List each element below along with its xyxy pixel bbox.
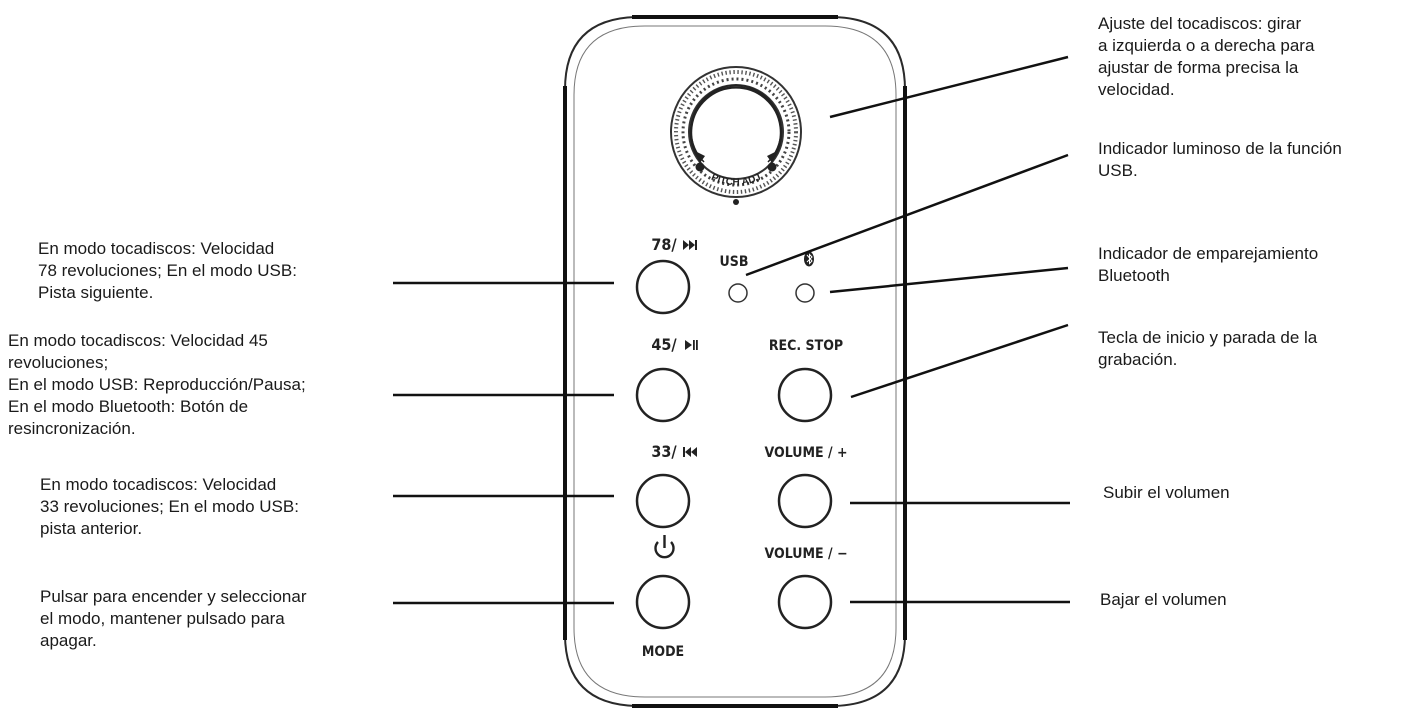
previous-track-icon [683, 447, 697, 457]
annotation-line: En el modo USB: Reproducción/Pausa; [8, 375, 306, 394]
annotation-line: 78 revoluciones; En el modo USB: [38, 261, 297, 280]
bluetooth-indicator-light [795, 251, 815, 303]
minus-icon [695, 162, 705, 172]
annotation-line: 33 revoluciones; En el modo USB: [40, 497, 299, 516]
annotation-line: Indicador de emparejamiento [1098, 244, 1319, 263]
svg-text:VOLUME / −: VOLUME / − [764, 546, 847, 562]
annotation-line: Pulsar para encender y seleccionar [40, 587, 307, 606]
pitch-adjust-knob[interactable]: PITCH ADJ [670, 66, 802, 205]
next-track-icon [683, 240, 697, 250]
play-pause-icon [685, 340, 698, 350]
annotation-button-45: En modo tocadiscos: Velocidad 45 revoluci… [8, 330, 306, 440]
annotation-line: Tecla de inicio y parada de la [1098, 328, 1318, 347]
annotation-line: Indicador luminoso de la función [1098, 139, 1342, 158]
svg-text:33/: 33/ [651, 442, 677, 461]
annotation-rec-stop: Tecla de inicio y parada de la grabación. [1098, 327, 1317, 371]
volume-down-button[interactable]: VOLUME / − [764, 546, 848, 630]
annotation-line: ajustar de forma precisa la [1098, 58, 1299, 77]
svg-text:VOLUME / +: VOLUME / + [764, 445, 847, 461]
leader-rec [850, 323, 1069, 399]
annotation-button-78: En modo tocadiscos: Velocidad 78 revoluci… [38, 238, 297, 304]
rec-stop-button[interactable]: REC. STOP [769, 338, 843, 423]
bluetooth-icon [804, 251, 814, 267]
annotation-line: Bluetooth [1098, 266, 1170, 285]
svg-text:REC. STOP: REC. STOP [769, 338, 843, 354]
annotation-line: grabación. [1098, 350, 1178, 369]
annotation-line: En modo tocadiscos: Velocidad 45 [8, 331, 268, 350]
annotation-line: revoluciones; [8, 353, 109, 372]
annotation-line: el modo, mantener pulsado para [40, 609, 285, 628]
annotation-line: pista anterior. [40, 519, 143, 538]
annotation-volume-down: Bajar el volumen [1100, 589, 1227, 611]
annotation-button-33: En modo tocadiscos: Velocidad 33 revoluci… [40, 474, 299, 540]
annotation-line: a izquierda o a derecha para [1098, 36, 1315, 55]
remote-body [563, 15, 907, 708]
annotation-line: En el modo Bluetooth: Botón de [8, 397, 249, 416]
usb-indicator-light: USB [720, 254, 749, 303]
annotation-line: resincronización. [8, 419, 136, 438]
button-45-play-pause[interactable]: 45/ [635, 335, 698, 423]
annotation-line: Subir el volumen [1103, 483, 1230, 502]
usb-label: USB [720, 254, 749, 270]
svg-text:MODE: MODE [642, 644, 684, 660]
svg-text:45/: 45/ [651, 335, 677, 354]
power-icon [654, 535, 675, 559]
annotation-mode: Pulsar para encender y seleccionar el mod… [40, 586, 306, 652]
mode-power-button[interactable]: MODE [635, 535, 691, 660]
svg-text:78/: 78/ [651, 235, 677, 254]
annotation-line: Ajuste del tocadiscos: girar [1098, 14, 1302, 33]
plus-icon [767, 162, 777, 172]
annotation-pitch: Ajuste del tocadiscos: girar a izquierda … [1098, 13, 1314, 101]
annotation-line: apagar. [40, 631, 97, 650]
button-78-next[interactable]: 78/ [635, 235, 697, 315]
annotation-line: USB. [1098, 161, 1138, 180]
leader-pitch [829, 55, 1069, 119]
annotation-volume-up: Subir el volumen [1103, 482, 1230, 504]
annotation-line: velocidad. [1098, 80, 1175, 99]
annotation-line: En modo tocadiscos: Velocidad [38, 239, 275, 258]
leader-usb [745, 153, 1069, 277]
annotation-line: Pista siguiente. [38, 283, 154, 302]
leader-bt [829, 266, 1069, 294]
annotation-line: En modo tocadiscos: Velocidad [40, 475, 277, 494]
annotation-line: Bajar el volumen [1100, 590, 1227, 609]
button-33-previous[interactable]: 33/ [635, 442, 697, 529]
volume-up-button[interactable]: VOLUME / + [764, 445, 848, 529]
pitch-adj-label: PITCH ADJ [709, 172, 762, 188]
leader-lines [393, 55, 1070, 605]
